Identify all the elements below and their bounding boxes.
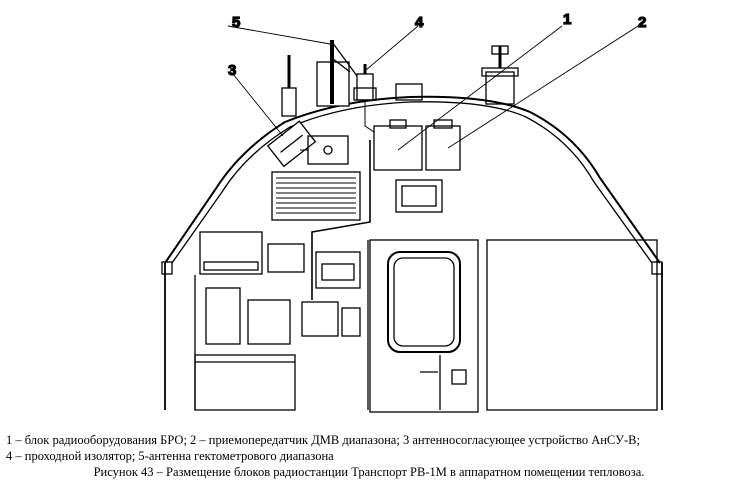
terminal-block: [267, 243, 305, 273]
antenna-brace: [331, 41, 361, 81]
connector-box: [301, 301, 339, 337]
callout-2: 2: [638, 14, 646, 31]
radio-unit-handle: [389, 119, 407, 129]
legend-line-1: 1 – блок радиооборудования БРО; 2 – прие…: [6, 433, 640, 447]
power-supply-unit: [199, 231, 263, 275]
callout-4: 4: [415, 14, 424, 31]
transceiver-handle: [433, 119, 453, 129]
cab-roof-outline: [164, 95, 661, 264]
roof-pedestal-right: [485, 71, 515, 105]
legend-line-2: 4 – проходной изолятор; 5-антенна гектом…: [6, 449, 334, 463]
bottom-box: [194, 354, 296, 411]
figure-caption: Рисунок 43 – Размещение блоков радиостан…: [93, 465, 645, 479]
control-monitor-screen: [401, 185, 437, 207]
roof-box-center: [395, 83, 423, 101]
fuse-panel: [205, 287, 241, 345]
cab-roof-inner-outline: [171, 101, 653, 264]
roof-whip-base: [281, 87, 297, 117]
callout-1: 1: [563, 11, 571, 28]
door-frame: [369, 239, 479, 413]
main-cable: [311, 140, 371, 300]
door-latch: [451, 369, 467, 385]
cooling-grille: [271, 171, 361, 221]
relay-box-inner: [321, 263, 355, 281]
door-window: [387, 251, 461, 353]
callout-leaders: [227, 25, 639, 151]
roof-pedestal-head: [491, 45, 509, 55]
control-monitor: [395, 179, 443, 213]
junction-box-connector: [323, 145, 333, 155]
grille-slats: [276, 177, 356, 214]
distribution-box: [247, 299, 291, 345]
right-cabinet: [486, 239, 658, 411]
filter-module: [341, 307, 361, 337]
left-rail-bracket: [161, 261, 173, 275]
antenna-brace-2: [331, 57, 351, 73]
matching-unit-detail: [280, 134, 304, 153]
relay-box: [315, 251, 361, 289]
callout-3: 3: [228, 62, 236, 79]
figure-legend: 1 – блок радиооборудования БРО; 2 – прие…: [6, 432, 732, 480]
uhf-transceiver: [425, 125, 461, 171]
locomotive-cab-drawing: 5 4 3 1 2: [161, 10, 663, 413]
callout-5: 5: [232, 14, 240, 31]
radio-equipment-unit: [373, 125, 423, 171]
door-window-inner: [393, 257, 455, 347]
power-supply-strip: [203, 261, 259, 271]
feed-cable: [364, 100, 375, 133]
feedthrough-insulator: [356, 73, 374, 101]
